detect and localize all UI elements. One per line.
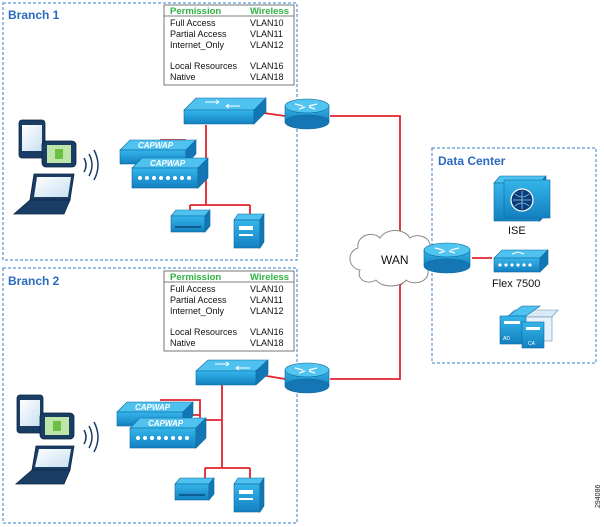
b1-access-point-1-icon: CAPWAP bbox=[119, 139, 197, 165]
b2-row2-perm: Internet_Only bbox=[170, 306, 225, 316]
wan-router-icon bbox=[423, 242, 471, 274]
ad-label: AD bbox=[503, 336, 510, 342]
b1-col-permission: Permission bbox=[170, 6, 221, 17]
b2-tablet-icon bbox=[16, 394, 44, 434]
b1-row4-perm: Local Resources bbox=[170, 61, 238, 71]
branch1-label: Branch 1 bbox=[8, 8, 60, 22]
link-b1-router-wan bbox=[330, 115, 421, 253]
branch2-label: Branch 2 bbox=[8, 274, 60, 288]
b1-row2-perm: Internet_Only bbox=[170, 40, 225, 50]
ca-label: CA bbox=[528, 341, 536, 347]
b2-router-icon bbox=[284, 362, 330, 394]
b1-row5-vlan: VLAN18 bbox=[250, 72, 284, 82]
b1-printer-icon bbox=[170, 209, 211, 233]
b1-row1-perm: Partial Access bbox=[170, 29, 227, 39]
b2-server-icon bbox=[233, 477, 265, 513]
b1-router-icon bbox=[284, 98, 330, 130]
b2-row4-vlan: VLAN16 bbox=[250, 327, 284, 337]
b2-row2-vlan: VLAN12 bbox=[250, 306, 284, 316]
b2-laptop-icon bbox=[14, 445, 75, 485]
b2-switch-icon bbox=[195, 359, 269, 386]
b1-tablet-icon bbox=[18, 119, 46, 159]
b1-row1-vlan: VLAN11 bbox=[250, 29, 283, 39]
b1-laptop-icon bbox=[12, 173, 75, 215]
b1-row0-perm: Full Access bbox=[170, 18, 216, 28]
b2-row5-vlan: VLAN18 bbox=[250, 338, 284, 348]
ise-server-icon bbox=[493, 175, 551, 222]
b1-row5-perm: Native bbox=[170, 72, 196, 82]
branch1-vlan-table: Permission Wireless Full Access VLAN10 P… bbox=[163, 4, 295, 86]
b1-col-wireless: Wireless bbox=[250, 6, 289, 17]
branch1-zone bbox=[2, 2, 298, 261]
b1-row0-vlan: VLAN10 bbox=[250, 18, 284, 28]
b2-row5-perm: Native bbox=[170, 338, 196, 348]
b2-smartphone-icon bbox=[39, 412, 75, 440]
b2-access-point-2-icon: CAPWAP bbox=[129, 417, 207, 449]
wlc-label: Flex 7500 bbox=[492, 278, 540, 290]
b2-row1-vlan: VLAN11 bbox=[250, 295, 283, 305]
b2-col-permission: Permission bbox=[170, 272, 221, 283]
figure-id: 294086 bbox=[595, 485, 602, 508]
b1-wireless-icon bbox=[83, 149, 99, 181]
b1-ap2-label: CAPWAP bbox=[150, 159, 186, 168]
b2-col-wireless: Wireless bbox=[250, 272, 289, 283]
b1-row2-vlan: VLAN12 bbox=[250, 40, 284, 50]
ise-label: ISE bbox=[508, 225, 526, 237]
b2-ap2-label: CAPWAP bbox=[148, 419, 184, 428]
wlc-flex7500-icon bbox=[493, 249, 549, 273]
b2-row0-perm: Full Access bbox=[170, 284, 216, 294]
b1-server-icon bbox=[233, 213, 265, 249]
branch2-vlan-table: Permission Wireless Full Access VLAN10 P… bbox=[163, 270, 295, 352]
b1-switch-icon bbox=[183, 97, 267, 125]
b2-printer-icon bbox=[174, 477, 215, 501]
branch2-zone bbox=[2, 267, 298, 524]
b1-ap1-label: CAPWAP bbox=[138, 141, 174, 150]
b2-ap1-label: CAPWAP bbox=[135, 403, 171, 412]
b2-row0-vlan: VLAN10 bbox=[250, 284, 284, 294]
ad-ca-servers-icon: AD CA bbox=[499, 305, 559, 349]
b1-access-point-2-icon: CAPWAP bbox=[131, 157, 209, 189]
b1-smartphone-icon bbox=[41, 140, 77, 168]
b2-wireless-icon bbox=[83, 421, 99, 453]
b2-row4-perm: Local Resources bbox=[170, 327, 238, 337]
wan-label: WAN bbox=[381, 253, 409, 267]
b1-row4-vlan: VLAN16 bbox=[250, 61, 284, 71]
datacenter-label: Data Center bbox=[438, 154, 506, 168]
b2-row1-perm: Partial Access bbox=[170, 295, 227, 305]
link-b2-router-wan bbox=[330, 267, 421, 380]
